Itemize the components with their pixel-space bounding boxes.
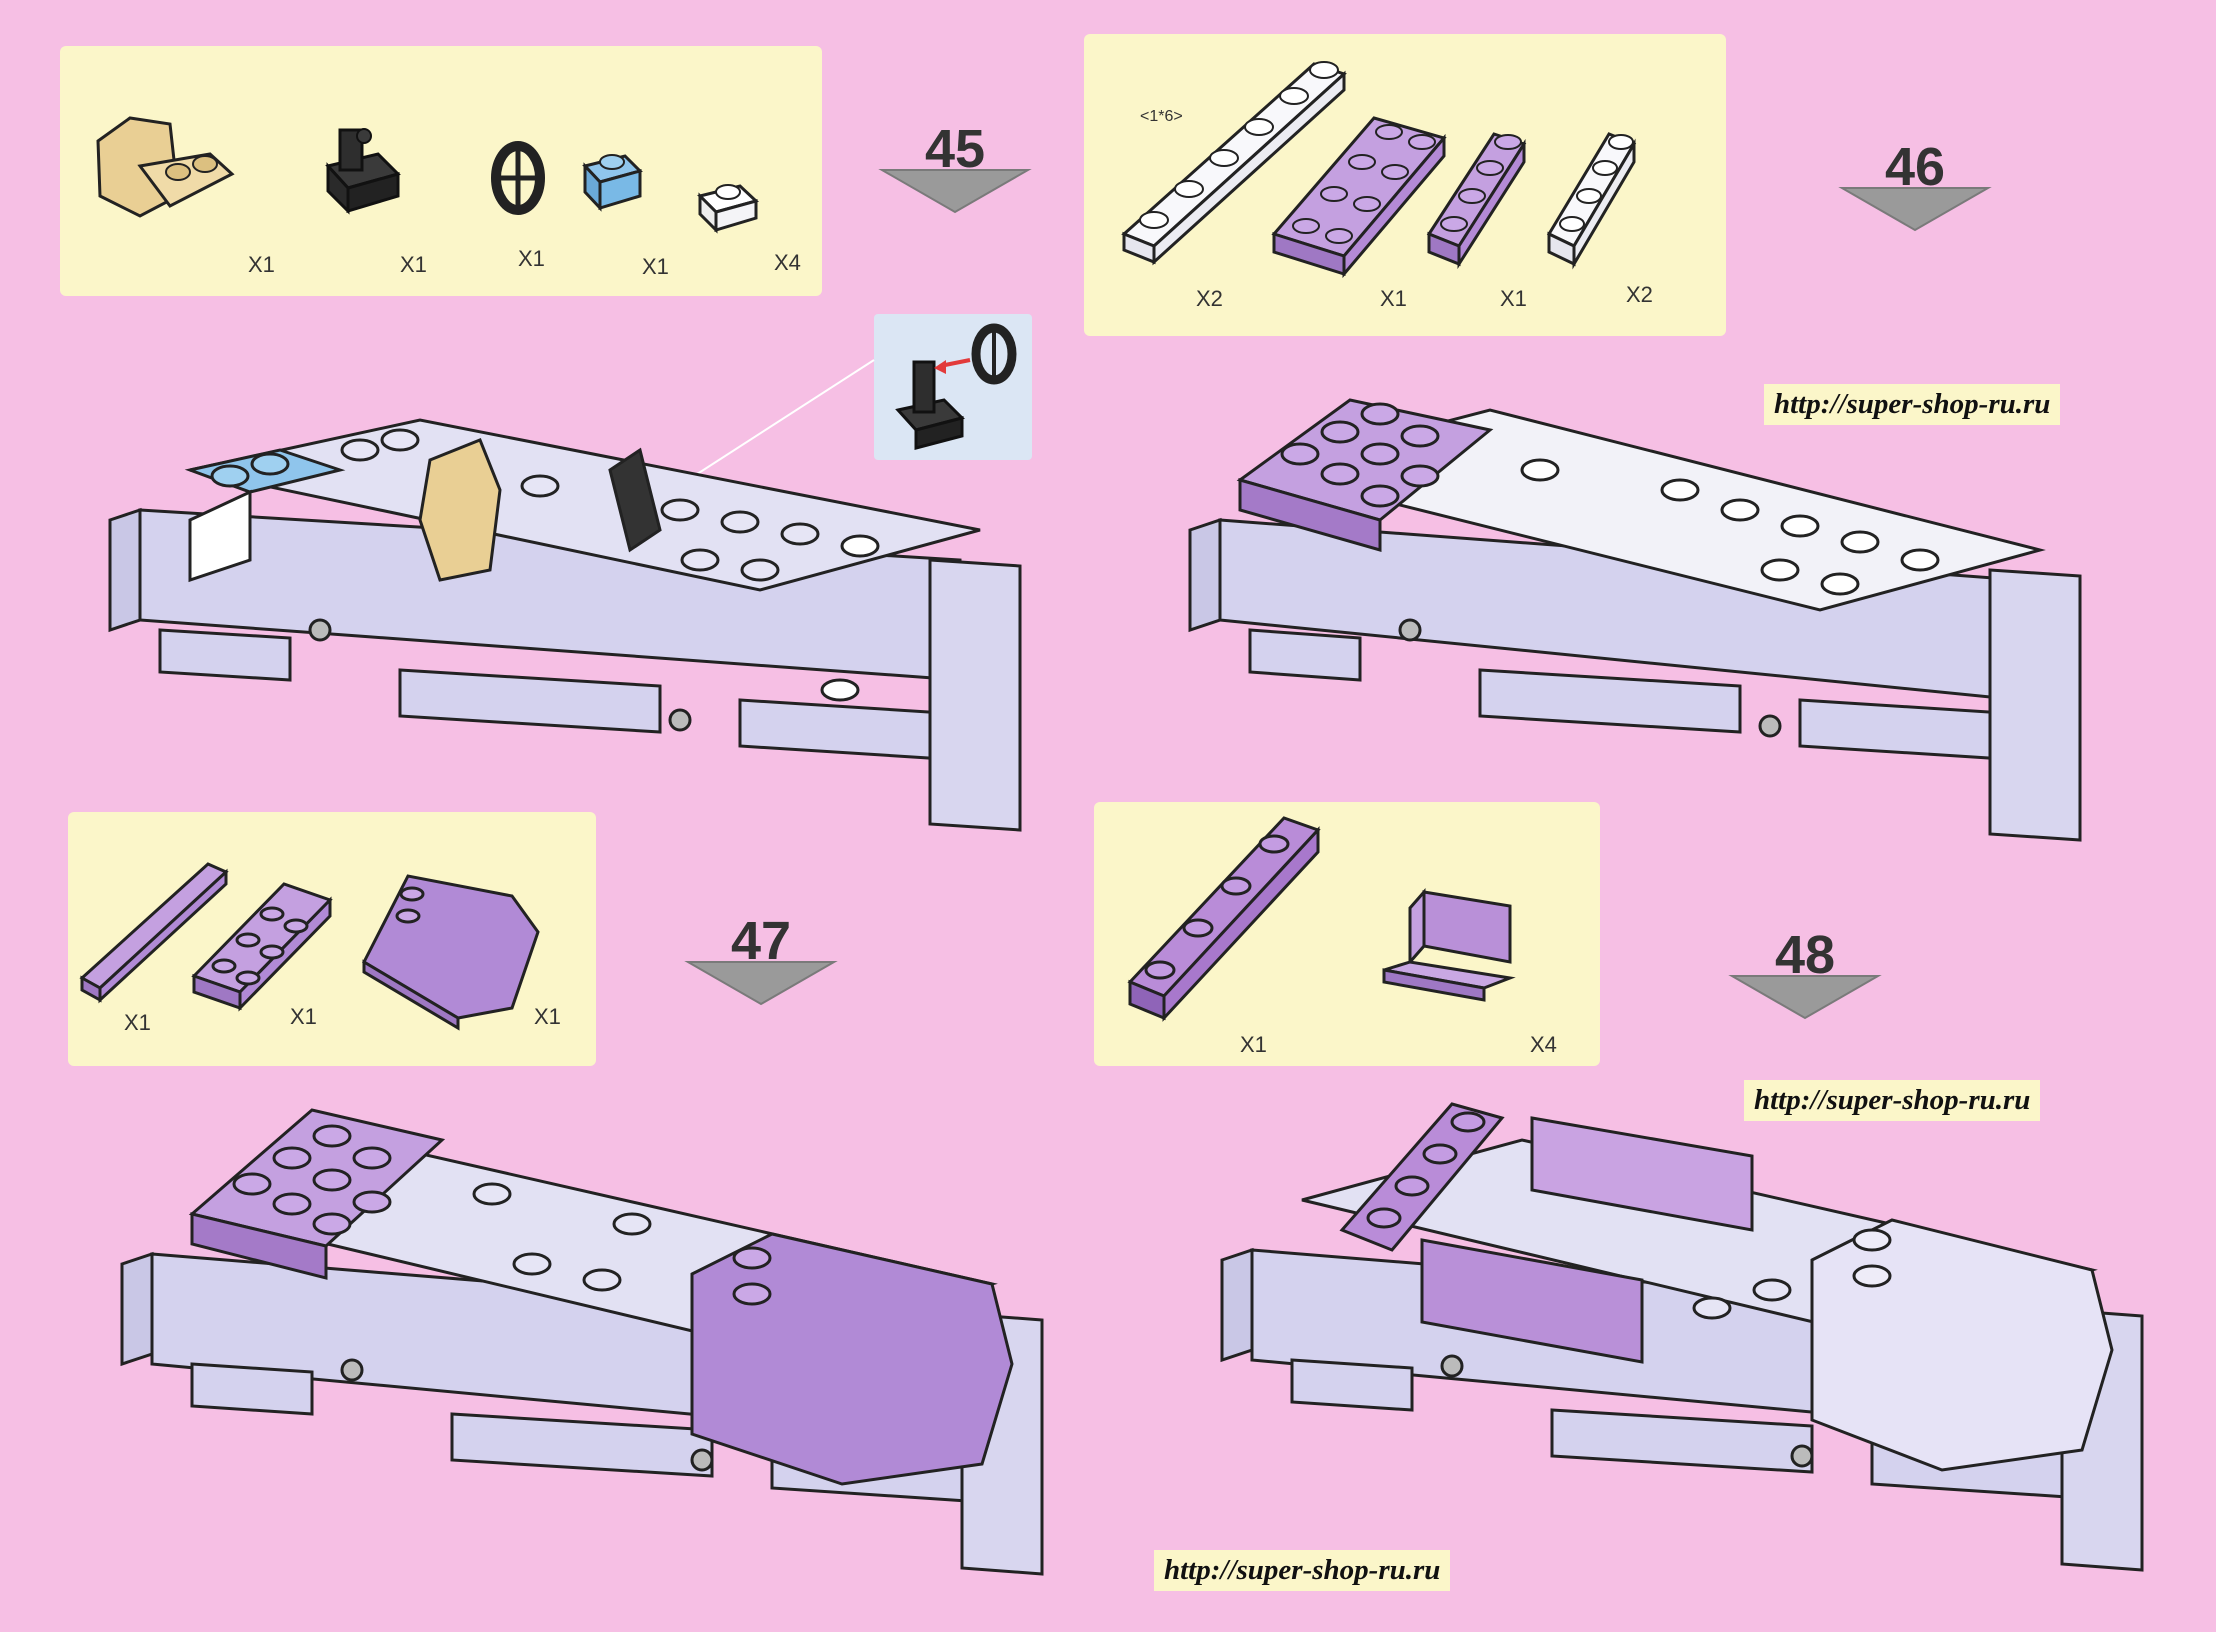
qty-step45-part5: X4 bbox=[774, 250, 801, 275]
qty-step48-part1: X1 bbox=[1240, 1032, 1267, 1057]
model-step-45 bbox=[108, 418, 1022, 832]
plate-1x4-purple-part bbox=[1426, 132, 1527, 270]
qty-step46-part2: X1 bbox=[1380, 286, 1407, 311]
step-47-marker: 47 bbox=[684, 910, 838, 1006]
step-45-number: 45 bbox=[924, 119, 986, 179]
qty-step46-part4: X2 bbox=[1626, 282, 1653, 307]
qty-step45-part3: X1 bbox=[518, 246, 545, 271]
step-48-number: 48 bbox=[1774, 925, 1836, 985]
step-48-marker: 48 bbox=[1728, 924, 1882, 1020]
step-46-number: 46 bbox=[1884, 137, 1946, 197]
plate-1x6-white-part bbox=[1121, 61, 1347, 266]
plate-1x1-blue-part bbox=[582, 154, 643, 212]
qty-step45-part4: X1 bbox=[642, 254, 669, 279]
plate-1x4-white-part bbox=[1546, 132, 1637, 270]
callout-illustration bbox=[895, 323, 1017, 450]
plate-1x4-purple-48-part bbox=[1127, 816, 1321, 1022]
model-step-47 bbox=[120, 1108, 1044, 1576]
qty-step47-part1: X1 bbox=[124, 1010, 151, 1035]
step-45-marker: 45 bbox=[878, 118, 1032, 214]
watermark-url-2: http://super-shop-ru.ru bbox=[1744, 1080, 2041, 1121]
watermark-url-1: http://super-shop-ru.ru bbox=[1764, 384, 2061, 425]
lever-base-part bbox=[325, 128, 401, 215]
model-step-46 bbox=[1188, 398, 2082, 842]
panel-purple-part bbox=[1382, 888, 1516, 1002]
plate-1x1-white-part bbox=[697, 184, 759, 234]
tile-1x4-purple-part bbox=[79, 862, 229, 1004]
plate-2x3-purple-part bbox=[191, 882, 333, 1012]
model-step-48 bbox=[1220, 1102, 2144, 1572]
parts-illustration-step-46 bbox=[1121, 61, 1637, 279]
qty-step47-part2: X1 bbox=[290, 1004, 317, 1029]
step-46-marker: 46 bbox=[1838, 136, 1992, 232]
seat-part bbox=[96, 116, 235, 218]
hood-slope-purple-part bbox=[362, 874, 540, 1031]
size-label-1x6: <1*6> bbox=[1140, 108, 1183, 125]
qty-step47-part3: X1 bbox=[534, 1004, 561, 1029]
qty-step45-part2: X1 bbox=[400, 252, 427, 277]
qty-step48-part2: X4 bbox=[1530, 1032, 1557, 1057]
plate-2x4-purple-part bbox=[1271, 116, 1447, 279]
step-47-number: 47 bbox=[730, 911, 792, 971]
watermark-url-3: http://super-shop-ru.ru bbox=[1154, 1550, 1451, 1591]
parts-illustration-step-47 bbox=[79, 862, 540, 1031]
qty-step45-part1: X1 bbox=[248, 252, 275, 277]
parts-illustration-step-48 bbox=[1127, 816, 1516, 1022]
steering-wheel-part bbox=[491, 141, 545, 215]
qty-step46-part1: X2 bbox=[1196, 286, 1223, 311]
parts-illustration-step-45 bbox=[96, 116, 759, 234]
qty-step46-part3: X1 bbox=[1500, 286, 1527, 311]
